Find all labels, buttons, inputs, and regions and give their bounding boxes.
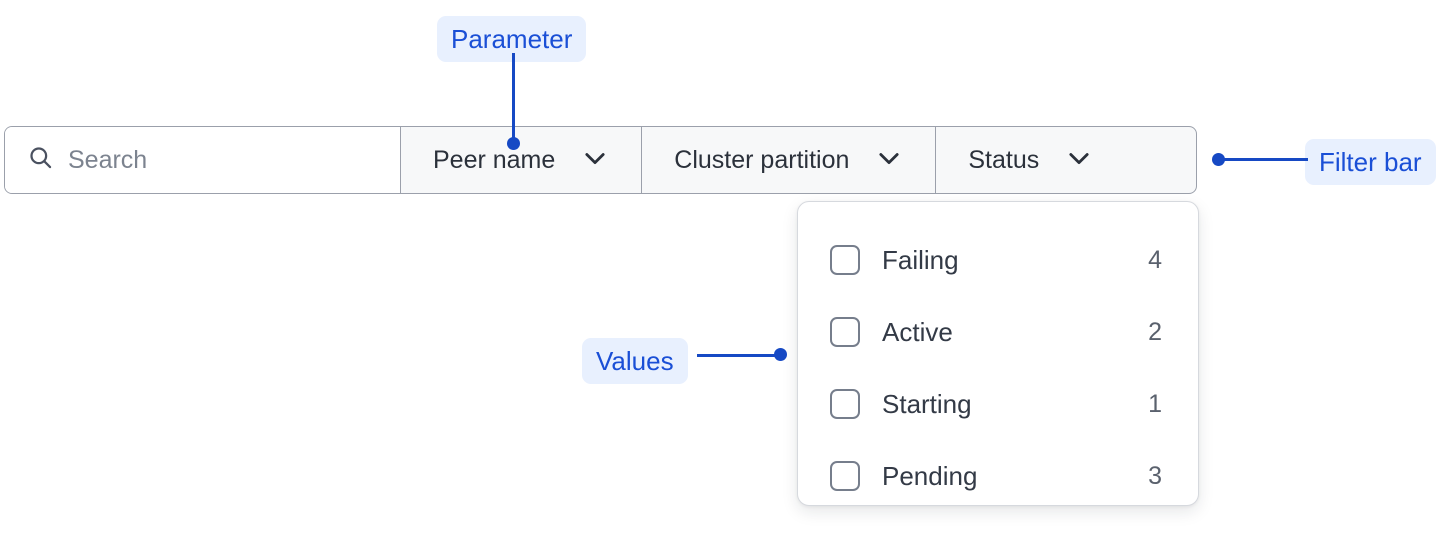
status-dropdown-panel: Failing 4 Active 2 Starting 1 Pending 3 xyxy=(797,201,1199,506)
annotation-anchor-dot-filter-bar xyxy=(1212,153,1225,166)
dropdown-option-count: 3 xyxy=(1148,461,1162,490)
filter-bar: Peer name Cluster partition Status xyxy=(4,126,1197,194)
search-icon xyxy=(27,144,54,176)
dropdown-option-label: Failing xyxy=(882,244,959,275)
annotation-label-filter-bar: Filter bar xyxy=(1305,139,1436,185)
annotation-leader-line-filter-bar xyxy=(1222,158,1308,161)
search-field[interactable] xyxy=(5,127,401,193)
dropdown-option-failing[interactable]: Failing 4 xyxy=(798,224,1198,296)
annotation-label-parameter: Parameter xyxy=(437,16,587,62)
annotation-anchor-dot-values xyxy=(774,348,787,361)
dropdown-option-pending[interactable]: Pending 3 xyxy=(798,440,1198,512)
search-input[interactable] xyxy=(68,145,390,175)
checkbox[interactable] xyxy=(830,317,860,347)
filter-segment-label: Peer name xyxy=(433,145,556,174)
dropdown-option-label: Pending xyxy=(882,460,978,491)
filter-segment-status[interactable]: Status xyxy=(936,127,1126,193)
dropdown-option-label: Active xyxy=(882,316,953,347)
annotation-anchor-dot-parameter xyxy=(507,137,520,150)
dropdown-option-count: 4 xyxy=(1148,245,1162,274)
dropdown-option-label: Starting xyxy=(882,388,972,419)
filter-segment-label: Status xyxy=(968,145,1040,174)
dropdown-option-count: 1 xyxy=(1148,389,1162,418)
filter-segment-label: Cluster partition xyxy=(674,145,850,174)
checkbox[interactable] xyxy=(830,245,860,275)
checkbox[interactable] xyxy=(830,461,860,491)
dropdown-option-active[interactable]: Active 2 xyxy=(798,296,1198,368)
filter-segment-cluster-partition[interactable]: Cluster partition xyxy=(642,127,937,193)
chevron-down-icon xyxy=(581,144,609,177)
chevron-down-icon xyxy=(1065,144,1093,177)
dropdown-option-starting[interactable]: Starting 1 xyxy=(798,368,1198,440)
chevron-down-icon xyxy=(875,144,903,177)
annotation-leader-line-values xyxy=(697,354,783,357)
checkbox[interactable] xyxy=(830,389,860,419)
annotation-label-values: Values xyxy=(582,338,688,384)
filter-segment-peer-name[interactable]: Peer name xyxy=(401,127,643,193)
dropdown-option-count: 2 xyxy=(1148,317,1162,346)
annotation-leader-line-parameter xyxy=(512,53,515,141)
